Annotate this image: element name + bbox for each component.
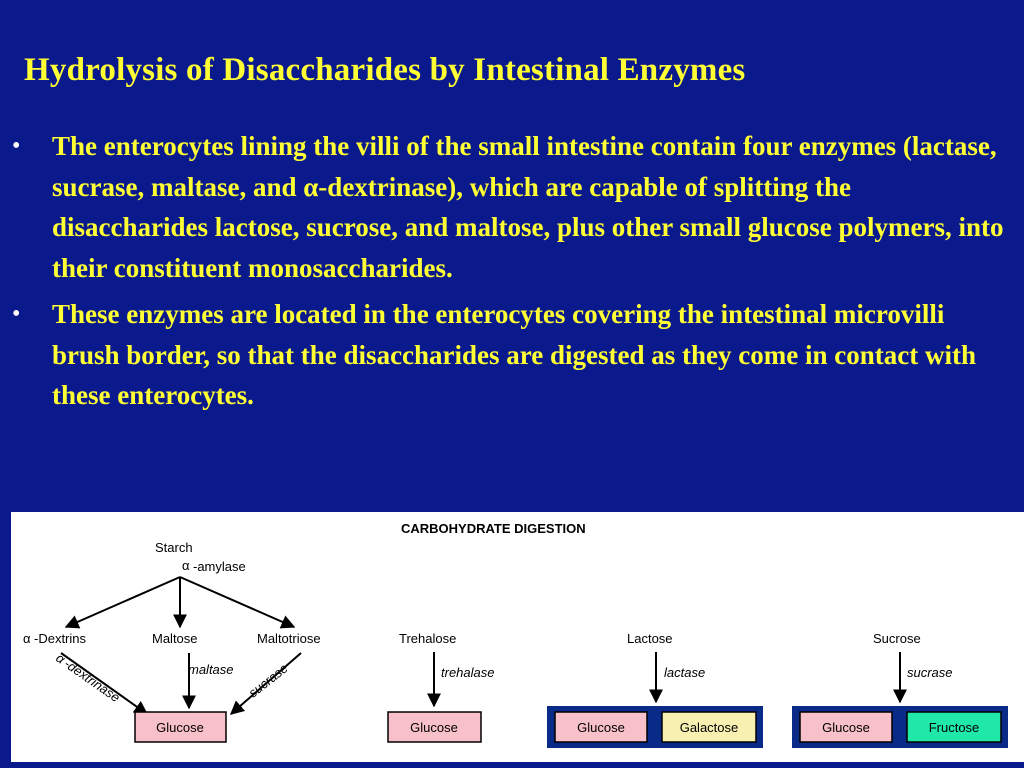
arrow-starch-to-maltotriose [179, 576, 296, 629]
bullet-dot-icon: • [12, 133, 21, 159]
trehalose-label: Trehalose [399, 631, 456, 646]
sucrase-left-label: sucrase [246, 661, 291, 701]
carbohydrate-digestion-figure: CARBOHYDRATE DIGESTION Starch α -amylase… [11, 512, 1024, 762]
galactose-box [661, 711, 757, 743]
maltotriose-label: Maltotriose [257, 631, 321, 646]
glucose-label: Glucose [410, 720, 458, 735]
lactase-label: lactase [664, 665, 705, 680]
alpha-symbol-icon: α [23, 631, 31, 646]
fructose-label: Fructose [929, 720, 980, 735]
galactose-label: Galactose [680, 720, 739, 735]
amylase-label: -amylase [193, 559, 246, 574]
diagram-title: CARBOHYDRATE DIGESTION [401, 521, 586, 536]
glucose-box [554, 711, 648, 743]
bullet-item: • These enzymes are located in the enter… [12, 294, 1012, 416]
arrow-starch-to-dextrins [64, 576, 181, 629]
bullet-dot-icon: • [12, 301, 21, 327]
sucrase-right-label: sucrase [907, 665, 953, 680]
maltose-label: Maltose [152, 631, 198, 646]
alpha-symbol-icon: α [182, 558, 190, 573]
slide-title: Hydrolysis of Disaccharides by Intestina… [24, 52, 746, 88]
glucose-label: Glucose [822, 720, 870, 735]
arrow-maltotriose-to-glucose [229, 652, 302, 715]
digestion-diagram: CARBOHYDRATE DIGESTION Starch α -amylase… [23, 521, 1008, 748]
glucose-label: Glucose [577, 720, 625, 735]
dextrinase-label: -dextrinase [61, 656, 122, 705]
bullet-list: • The enterocytes lining the villi of th… [12, 126, 1012, 422]
bullet-text: The enterocytes lining the villi of the … [52, 131, 1004, 283]
fructose-box [906, 711, 1002, 743]
arrow-dextrins-to-glucose [60, 652, 149, 715]
sucrose-label: Sucrose [873, 631, 921, 646]
bullet-item: • The enterocytes lining the villi of th… [12, 126, 1012, 288]
dextrins-label: -Dextrins [34, 631, 87, 646]
glucose-box [134, 711, 227, 743]
starch-label: Starch [155, 540, 193, 555]
trehalase-label: trehalase [441, 665, 494, 680]
lactose-label: Lactose [627, 631, 673, 646]
glucose-label: Glucose [156, 720, 204, 735]
maltase-label: maltase [188, 662, 234, 677]
glucose-box [799, 711, 893, 743]
bullet-text: These enzymes are located in the enteroc… [52, 299, 976, 410]
glucose-box [387, 711, 482, 743]
